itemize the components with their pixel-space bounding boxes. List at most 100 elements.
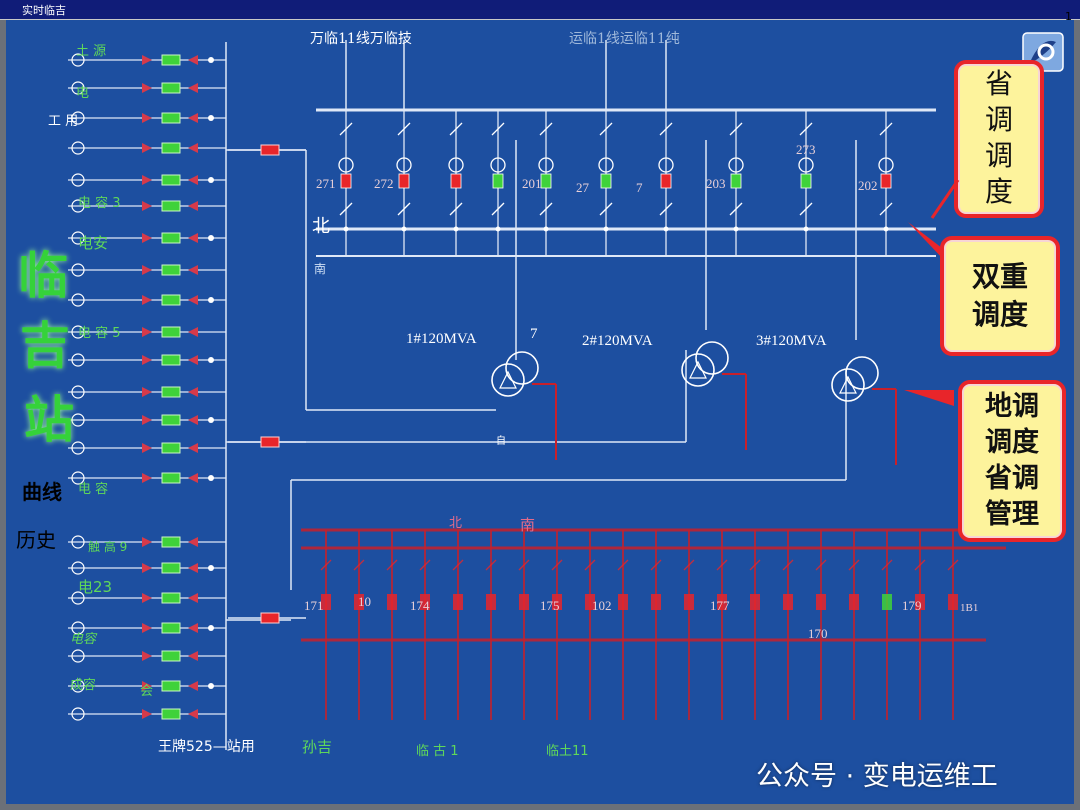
bay-110kv[interactable] [538,110,554,256]
bay-10kv[interactable] [650,530,662,720]
breaker-open[interactable] [161,592,181,604]
breaker-open[interactable] [161,386,181,398]
breaker-open[interactable] [161,472,181,484]
breaker-open[interactable] [540,173,552,189]
breaker-open[interactable] [161,232,181,244]
breaker-open[interactable] [161,354,181,366]
transformer-icon[interactable] [681,341,747,450]
bay-110kv[interactable] [490,110,506,256]
bay-10kv[interactable] [320,530,332,720]
bus-tie-breaker[interactable] [228,612,306,624]
breaker-closed[interactable] [453,594,463,610]
feeder-bay[interactable] [68,81,226,95]
feeder-bay[interactable] [68,325,226,339]
breaker-closed[interactable] [618,594,628,610]
feeder-bay[interactable] [68,293,226,307]
feeder-bay[interactable] [68,385,226,399]
breaker-open[interactable] [161,562,181,574]
feeder-bay[interactable] [68,111,226,125]
bay-10kv[interactable] [419,530,431,720]
breaker-open[interactable] [161,442,181,454]
breaker-open[interactable] [161,174,181,186]
breaker-closed[interactable] [717,594,727,610]
breaker-open[interactable] [161,708,181,720]
feeder-bay[interactable] [68,173,226,187]
feeder-bay[interactable] [68,199,226,213]
feeder-bay[interactable] [68,353,226,367]
feeder-bay[interactable] [68,535,226,549]
breaker-open[interactable] [800,173,812,189]
feeder-bay[interactable] [68,621,226,635]
breaker-open[interactable] [161,326,181,338]
bay-110kv[interactable] [396,110,412,256]
feeder-bay[interactable] [68,231,226,245]
breaker-open[interactable] [161,536,181,548]
feeder-bay[interactable] [68,53,226,67]
bay-10kv[interactable] [386,530,398,720]
bay-110kv[interactable] [658,110,674,256]
breaker-closed[interactable] [340,173,352,189]
breaker-closed[interactable] [783,594,793,610]
bus-tie-breaker[interactable] [228,436,306,448]
breaker-open[interactable] [161,200,181,212]
bay-110kv[interactable] [798,110,814,256]
bay-110kv[interactable] [598,110,614,256]
breaker-closed[interactable] [387,594,397,610]
feeder-bay[interactable] [68,679,226,693]
breaker-open[interactable] [161,622,181,634]
feeder-bay[interactable] [68,263,226,277]
bay-10kv[interactable] [584,530,596,720]
bay-10kv[interactable] [551,530,563,720]
breaker-closed[interactable] [660,173,672,189]
bay-10kv[interactable] [881,530,893,720]
bay-10kv[interactable] [683,530,695,720]
breaker-open[interactable] [882,594,892,610]
breaker-open[interactable] [161,414,181,426]
bay-10kv[interactable] [353,530,365,720]
breaker-closed[interactable] [398,173,410,189]
transformer-icon[interactable] [491,351,557,460]
breaker-closed[interactable] [948,594,958,610]
breaker-closed[interactable] [915,594,925,610]
breaker-open[interactable] [161,294,181,306]
breaker-open[interactable] [161,264,181,276]
breaker-closed[interactable] [585,594,595,610]
breaker-closed[interactable] [849,594,859,610]
breaker-closed[interactable] [552,594,562,610]
feeder-bay[interactable] [68,413,226,427]
breaker-open[interactable] [600,173,612,189]
breaker-open[interactable] [492,173,504,189]
bay-10kv[interactable] [518,530,530,720]
bay-10kv[interactable] [485,530,497,720]
bus-tie-breaker[interactable] [228,144,306,156]
breaker-closed[interactable] [321,594,331,610]
breaker-open[interactable] [161,680,181,692]
bay-110kv[interactable] [448,110,464,256]
breaker-closed[interactable] [651,594,661,610]
feeder-bay[interactable] [68,707,226,721]
breaker-open[interactable] [730,173,742,189]
feeder-bay[interactable] [68,441,226,455]
bay-10kv[interactable] [848,530,860,720]
breaker-closed[interactable] [486,594,496,610]
bay-10kv[interactable] [452,530,464,720]
feeder-bay[interactable] [68,649,226,663]
breaker-open[interactable] [161,54,181,66]
feeder-bay[interactable] [68,471,226,485]
breaker-open[interactable] [161,650,181,662]
bay-10kv[interactable] [914,530,926,720]
bay-110kv[interactable] [338,110,354,256]
breaker-closed[interactable] [750,594,760,610]
bay-10kv[interactable] [815,530,827,720]
bay-110kv[interactable] [728,110,744,256]
breaker-closed[interactable] [450,173,462,189]
transformer-icon[interactable] [831,356,897,465]
curve-button[interactable]: 曲线 [22,480,62,504]
breaker-closed[interactable] [816,594,826,610]
history-button[interactable]: 历史 [16,528,56,552]
breaker-closed[interactable] [420,594,430,610]
bay-10kv[interactable] [617,530,629,720]
feeder-bay[interactable] [68,591,226,605]
breaker-open[interactable] [161,82,181,94]
bay-10kv[interactable] [749,530,761,720]
